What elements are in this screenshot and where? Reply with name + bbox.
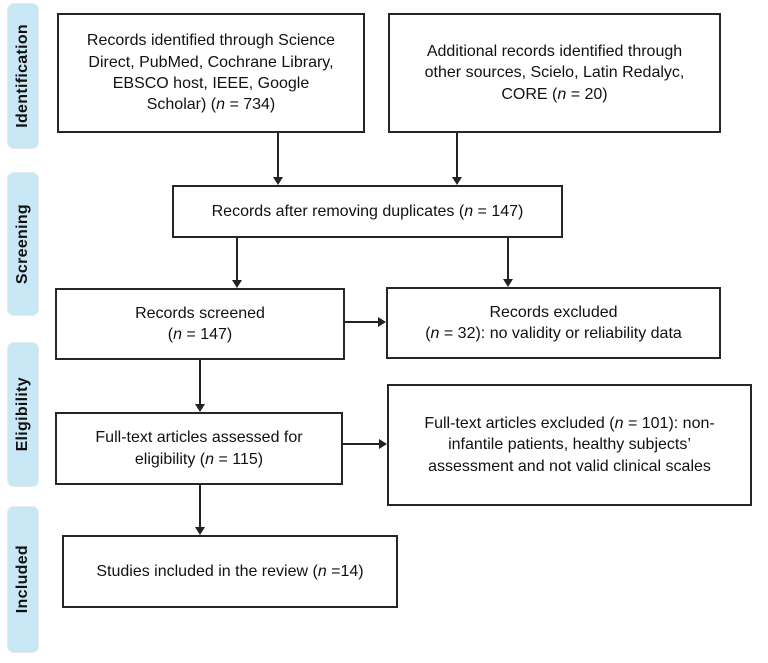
arrow-duplicates-to-screened-line bbox=[236, 238, 238, 280]
stage-label-identification: Identification bbox=[8, 4, 38, 148]
box-records-screened: Records screened(n = 147) bbox=[55, 288, 345, 360]
arrow-identified-to-duplicates-head bbox=[273, 177, 283, 185]
stage-label-screening-text: Screening bbox=[14, 203, 31, 285]
arrow-additional-to-duplicates-line bbox=[456, 133, 458, 177]
arrow-screened-to-excluded-line bbox=[345, 321, 378, 323]
arrow-duplicates-to-excluded-line bbox=[507, 238, 509, 279]
arrow-fulltext-to-included-head bbox=[195, 527, 205, 535]
arrow-identified-to-duplicates-line bbox=[277, 133, 279, 177]
stage-label-included-text: Included bbox=[14, 545, 31, 614]
box-records-after-duplicates: Records after removing duplicates (n = 1… bbox=[172, 185, 563, 238]
stage-label-identification-text: Identification bbox=[14, 24, 31, 128]
stage-label-eligibility: Eligibility bbox=[8, 343, 38, 486]
stage-label-screening: Screening bbox=[8, 173, 38, 315]
box-studies-included: Studies included in the review (n =14) bbox=[62, 535, 398, 608]
box-fulltext-excluded: Full-text articles excluded (n = 101): n… bbox=[387, 384, 752, 506]
arrow-additional-to-duplicates-head bbox=[452, 177, 462, 185]
arrow-duplicates-to-screened-head bbox=[232, 280, 242, 288]
arrow-screened-to-fulltext-head bbox=[195, 404, 205, 412]
arrow-fulltext-to-fulltext-excluded-line bbox=[343, 443, 379, 445]
stage-label-eligibility-text: Eligibility bbox=[14, 377, 31, 452]
arrow-screened-to-fulltext-line bbox=[199, 360, 201, 404]
arrow-fulltext-to-fulltext-excluded-head bbox=[379, 439, 387, 449]
arrow-duplicates-to-excluded-head bbox=[503, 279, 513, 287]
arrow-fulltext-to-included-line bbox=[199, 485, 201, 527]
box-records-excluded: Records excluded(n = 32): no validity or… bbox=[386, 287, 721, 359]
stage-label-included: Included bbox=[8, 507, 38, 652]
arrow-screened-to-excluded-head bbox=[378, 317, 386, 327]
